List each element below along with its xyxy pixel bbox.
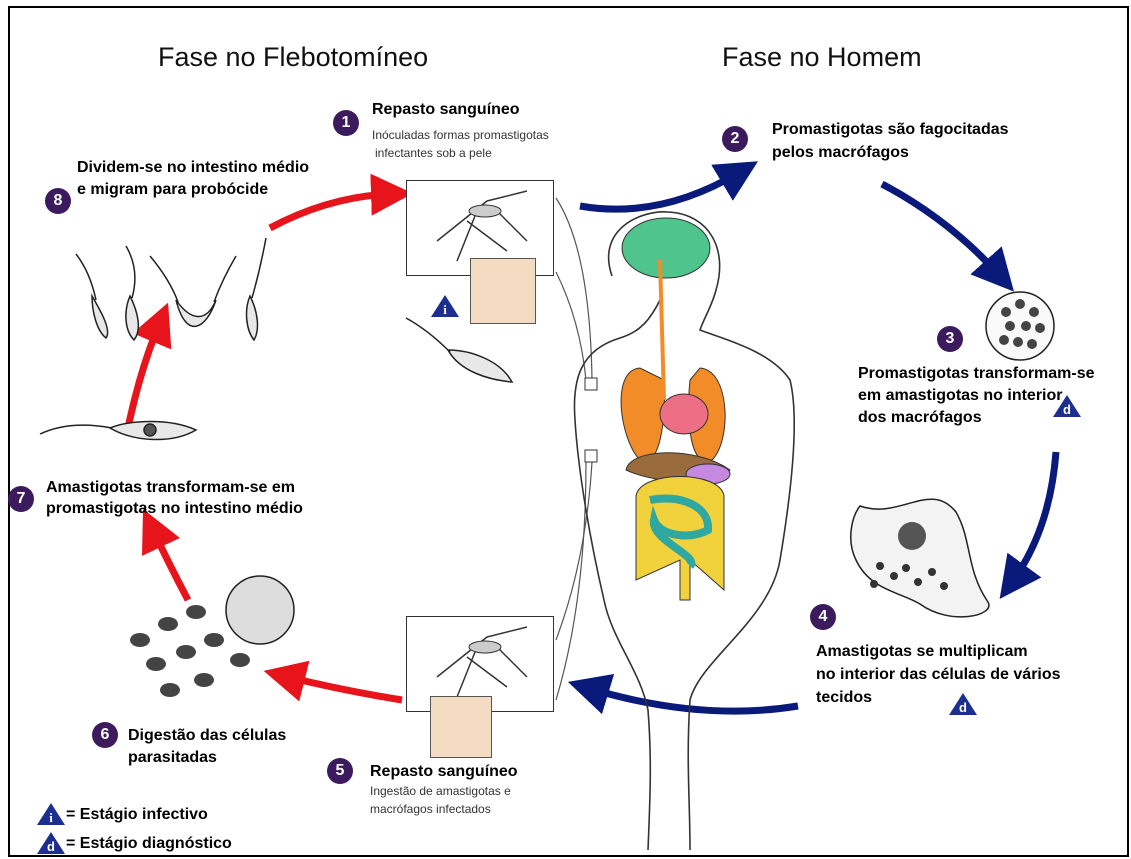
- step-6-badge: 6: [92, 722, 118, 748]
- step-7-badge: 7: [8, 486, 34, 512]
- legend-infective-label: = Estágio infectivo: [66, 805, 208, 825]
- infected-macrophages-inset: [430, 696, 492, 758]
- legend-diagnostic-icon: d: [36, 831, 66, 855]
- diagnostic-stage-marker: d: [1052, 394, 1082, 418]
- step-3-line-3: dos macrófagos: [858, 408, 982, 428]
- step-4-line-2: no interior das células de vários: [816, 665, 1061, 685]
- diagnostic-stage-marker: d: [948, 692, 978, 716]
- legend-infective-icon: i: [36, 802, 66, 826]
- step-4-line-3: tecidos: [816, 688, 872, 708]
- step-1-title: Repasto sanguíneo: [372, 100, 520, 120]
- svg-text:d: d: [1063, 402, 1071, 417]
- digested-cells-illustration: [130, 576, 294, 697]
- promastigotes-in-skin-inset: [470, 258, 536, 324]
- step-7-line-1: Amastigotas transformam-se em: [46, 478, 295, 498]
- step-1-badge: 1: [333, 110, 359, 136]
- arrow-1-to-2: [580, 172, 740, 209]
- arrow-3-to-4: [1012, 452, 1056, 582]
- step-5-sub-line-2: macrófagos infectados: [370, 802, 491, 817]
- step-4-badge: 4: [810, 604, 836, 630]
- transforming-promastigote-illustration: [40, 422, 196, 440]
- infected-macrophage-illustration: [986, 292, 1054, 360]
- step-6-line-1: Digestão das células: [128, 726, 286, 746]
- svg-text:i: i: [49, 810, 53, 825]
- step-1-sub-line-1: Inóculadas formas promastigotas: [372, 128, 549, 143]
- infected-tissue-cell-illustration: [851, 499, 989, 617]
- step-8-badge: 8: [45, 188, 71, 214]
- human-body-illustration: [574, 212, 794, 850]
- svg-text:i: i: [443, 302, 447, 317]
- step-2-line-1: Promastigotas são fagocitadas: [772, 120, 1009, 140]
- connector-line: [556, 462, 586, 700]
- step-4-line-1: Amastigotas se multiplicam: [816, 642, 1028, 662]
- connector-line: [556, 462, 592, 640]
- arrow-6-to-7: [152, 528, 188, 600]
- step-5-sub-line-1: Ingestão de amastigotas e: [370, 784, 511, 799]
- step-5-badge: 5: [327, 758, 353, 784]
- arrow-2-to-3: [882, 184, 1000, 276]
- connector-line: [556, 272, 586, 380]
- arrow-8-to-1: [270, 194, 392, 228]
- step-3-badge: 3: [937, 326, 963, 352]
- step-7-line-2: promastigotas no intestino médio: [46, 499, 303, 519]
- connector-line: [556, 198, 592, 380]
- svg-text:d: d: [959, 700, 967, 715]
- step-5-title: Repasto sanguíneo: [370, 762, 518, 782]
- step-3-line-2: em amastigotas no interior: [858, 386, 1063, 406]
- step-2-badge: 2: [722, 126, 748, 152]
- dividing-promastigotes-illustration: [76, 238, 266, 340]
- step-2-line-2: pelos macrófagos: [772, 143, 909, 163]
- legend-diagnostic-label: = Estágio diagnóstico: [66, 834, 232, 854]
- step-8-line-2: e migram para probócide: [77, 180, 268, 200]
- step-6-line-2: parasitadas: [128, 748, 217, 768]
- step-1-sub-line-2: infectantes sob a pele: [375, 146, 492, 161]
- step-3-line-1: Promastigotas transformam-se: [858, 364, 1095, 384]
- step-8-line-1: Dividem-se no intestino médio: [77, 158, 309, 178]
- svg-text:d: d: [47, 839, 55, 854]
- arrow-5-to-6: [284, 676, 402, 700]
- free-promastigote-illustration: [406, 318, 512, 382]
- infective-stage-marker: i: [430, 294, 460, 318]
